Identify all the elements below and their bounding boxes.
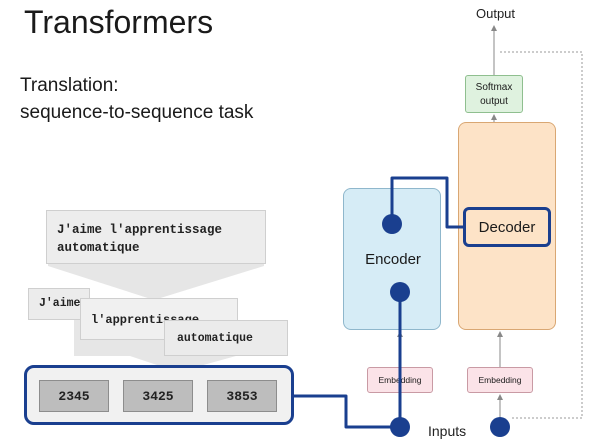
slide-title: Transformers	[24, 4, 214, 40]
decoder-label: Decoder	[478, 218, 536, 236]
input-sentence-line-2: automatique	[57, 241, 140, 255]
input-sentence-line-1: J'aime l'apprentissage	[57, 223, 223, 237]
token-id-3: 3853	[207, 380, 277, 412]
encoder-embedding-label: Embedding	[378, 375, 422, 385]
encoder-embedding-block: Embedding	[367, 367, 433, 393]
token-id-2: 3425	[123, 380, 193, 412]
output-label: Output	[476, 6, 516, 21]
subtitle-line-2: sequence-to-sequence task	[20, 102, 254, 123]
token-id-1: 2345	[39, 380, 109, 412]
softmax-label-line-1: Softmax	[475, 81, 513, 93]
funnel-arrow-upper	[48, 262, 264, 300]
input-sentence-card: J'aime l'apprentissage automatique	[46, 210, 266, 264]
softmax-output-block: Softmax output	[465, 75, 523, 113]
word-token-card-3: automatique	[164, 320, 288, 356]
inputs-label: Inputs	[428, 423, 467, 439]
decoder-block: Decoder	[463, 207, 551, 247]
word-token-1: J'aime	[39, 297, 81, 310]
word-token-3: automatique	[177, 332, 253, 345]
encoder-label: Encoder	[365, 250, 421, 268]
decoder-embedding-block: Embedding	[467, 367, 533, 393]
softmax-label-line-2: output	[480, 95, 508, 107]
decoder-embedding-label: Embedding	[478, 375, 522, 385]
subtitle-line-1: Translation:	[20, 75, 119, 96]
token-id-container: 2345 3425 3853	[24, 365, 294, 425]
encoder-block: Encoder	[343, 188, 441, 330]
